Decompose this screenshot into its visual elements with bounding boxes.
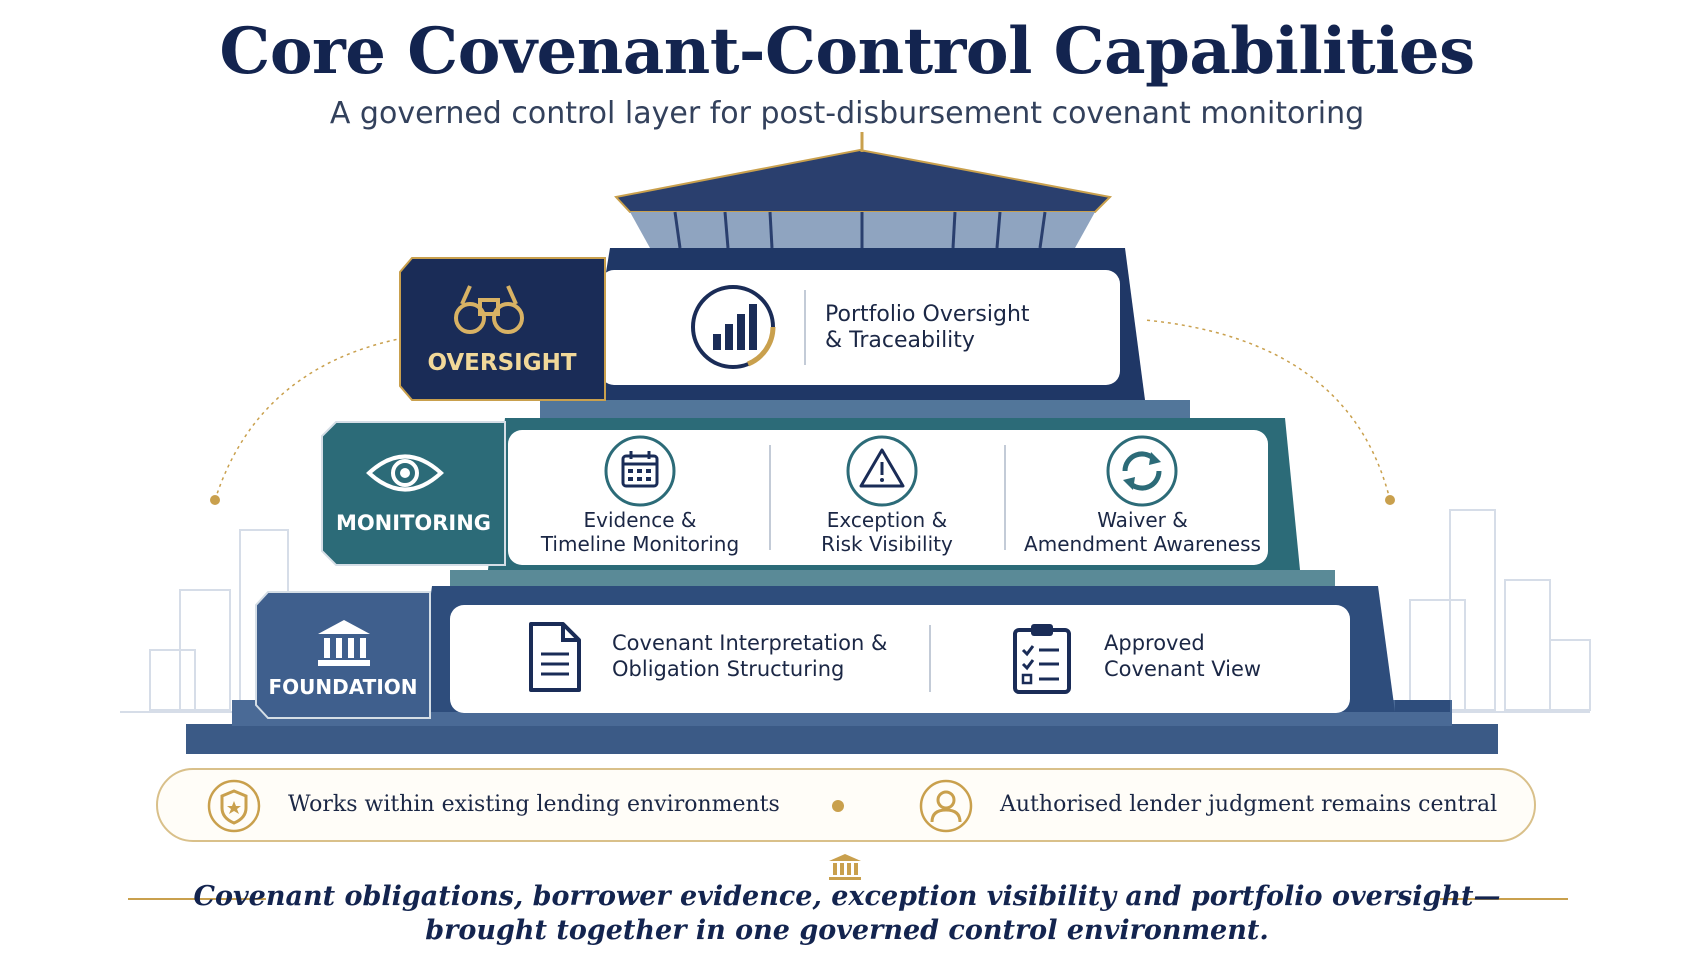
page-title: Core Covenant-Control Capabilities <box>219 14 1475 89</box>
capability-line: Waiver & <box>1097 508 1188 532</box>
capability-line: Approved <box>1104 631 1205 655</box>
capability-covenant-interpretation: Covenant Interpretation & Obligation Str… <box>612 630 922 682</box>
tagline: Covenant obligations, borrower evidence,… <box>0 880 1694 948</box>
oversight-panel <box>600 270 1120 385</box>
base-plinth <box>186 724 1498 754</box>
roof <box>614 148 1113 213</box>
capability-line: Exception & <box>826 508 948 532</box>
rule-right <box>1440 898 1568 900</box>
capability-line: Obligation Structuring <box>612 657 845 681</box>
shield-icon <box>207 779 261 833</box>
capability-line: Evidence & <box>583 508 697 532</box>
separator-dot <box>832 800 844 812</box>
capability-line: Covenant View <box>1104 657 1262 681</box>
foundation-tab <box>255 591 431 719</box>
capability-exception-risk: Exception & Risk Visibility <box>772 508 1002 556</box>
capability-line: Portfolio Oversight <box>825 302 1030 327</box>
capability-evidence-timeline: Evidence & Timeline Monitoring <box>520 508 760 556</box>
principles-bar <box>156 768 1536 842</box>
eye-icon <box>366 454 444 492</box>
capability-portfolio-oversight: Portfolio Oversight & Traceability <box>825 302 1105 354</box>
page-subtitle: A governed control layer for post-disbur… <box>329 96 1365 131</box>
binoculars-icon <box>454 285 524 334</box>
bar-chart-icon <box>691 285 776 369</box>
document-icon <box>529 622 581 692</box>
capability-line: Timeline Monitoring <box>540 532 740 556</box>
principle-works-within: Works within existing lending environmen… <box>288 792 780 817</box>
capability-waiver-amendment: Waiver & Amendment Awareness <box>1010 508 1275 556</box>
refresh-icon <box>1106 435 1178 507</box>
oversight-label: OVERSIGHT <box>427 350 577 376</box>
checklist-icon <box>1013 624 1071 694</box>
rule-left <box>128 898 266 900</box>
tagline-line: Covenant obligations, borrower evidence,… <box>193 881 1501 912</box>
foundation-label: FOUNDATION <box>268 675 418 699</box>
capability-line: Risk Visibility <box>821 532 953 556</box>
bank-icon <box>318 620 370 666</box>
calendar-icon <box>604 435 676 507</box>
capability-approved-covenant-view: Approved Covenant View <box>1104 630 1344 682</box>
monitoring-tab <box>321 421 506 566</box>
capability-line: Covenant Interpretation & <box>612 631 888 655</box>
pillar-icon <box>829 854 861 880</box>
warning-icon <box>846 435 918 507</box>
monitoring-label: MONITORING <box>335 511 492 535</box>
tagline-line: brought together in one governed control… <box>425 915 1269 946</box>
principle-lender-judgment: Authorised lender judgment remains centr… <box>1000 792 1498 817</box>
capability-line: & Traceability <box>825 328 975 353</box>
capability-line: Amendment Awareness <box>1024 532 1261 556</box>
monitoring-panel <box>508 430 1268 565</box>
user-icon <box>919 779 973 833</box>
foundation-panel <box>450 605 1350 713</box>
